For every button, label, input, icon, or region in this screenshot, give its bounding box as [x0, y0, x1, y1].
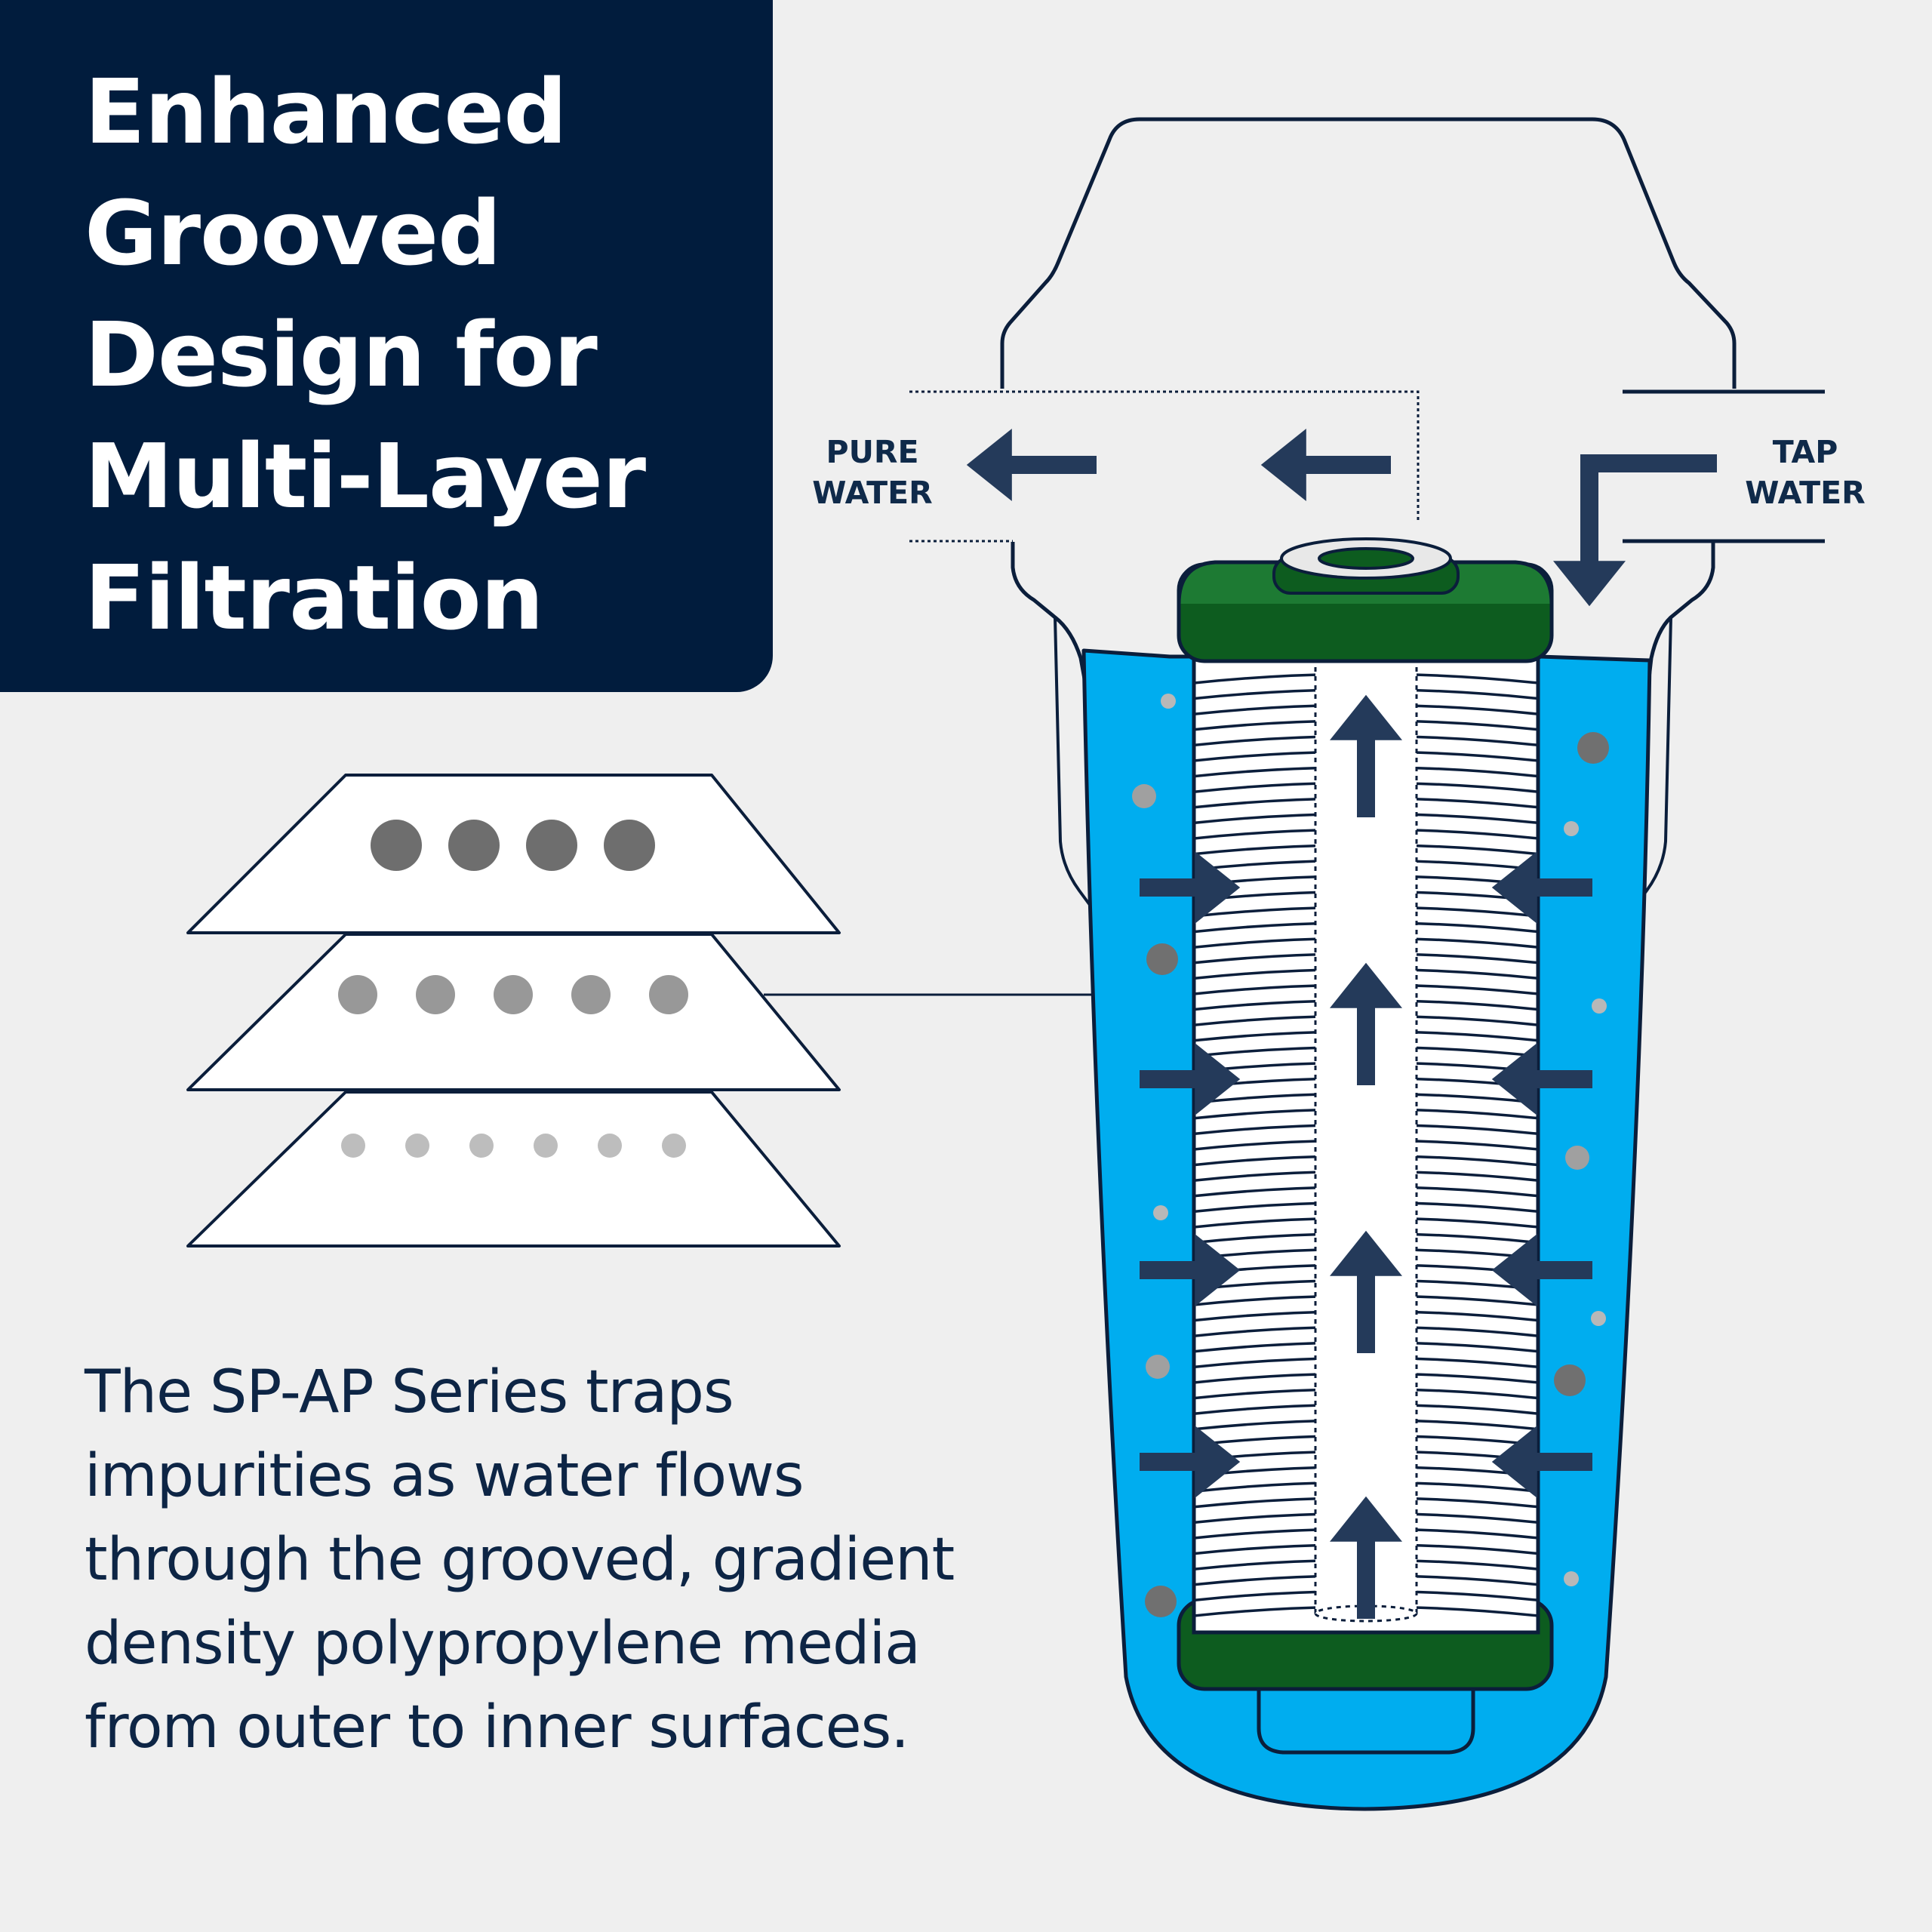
filter-layer-top: [186, 774, 841, 934]
filter-layer-stack: [186, 774, 1194, 1247]
sump-bottom-nub: [1257, 1690, 1475, 1755]
inward-flow-arrows: [1140, 851, 1592, 1498]
filter-housing: [1000, 117, 1737, 1811]
housing-grip-right: [1624, 617, 1672, 921]
large-particles: [371, 820, 655, 871]
title-panel: Enhanced Grooved Design for Multi-Layer …: [0, 0, 773, 692]
medium-particles: [338, 975, 688, 1014]
housing-grip-left: [1054, 617, 1102, 921]
description-text: The SP-AP Series traps impurities as wat…: [85, 1358, 955, 1761]
tap-water-label-line2: WATER: [1745, 475, 1865, 511]
pure-water-label-line2: WATER: [812, 475, 932, 511]
outlet-dotted-line-top: [909, 390, 1420, 521]
water-particles: [1132, 694, 1609, 1617]
water-ports: PURE WATER TAP WATER: [812, 389, 1866, 607]
small-particles: [341, 1134, 686, 1158]
page-title: Enhanced Grooved Design for Multi-Layer …: [85, 60, 646, 650]
pure-water-label-line1: PURE: [826, 434, 919, 470]
inlet-arrow-icon: [1553, 454, 1717, 607]
gasket-hole: [1318, 547, 1414, 570]
housing-head: [1000, 117, 1737, 389]
tap-water-label-line1: TAP: [1773, 434, 1838, 470]
filter-layer-bottom: [186, 1091, 841, 1247]
